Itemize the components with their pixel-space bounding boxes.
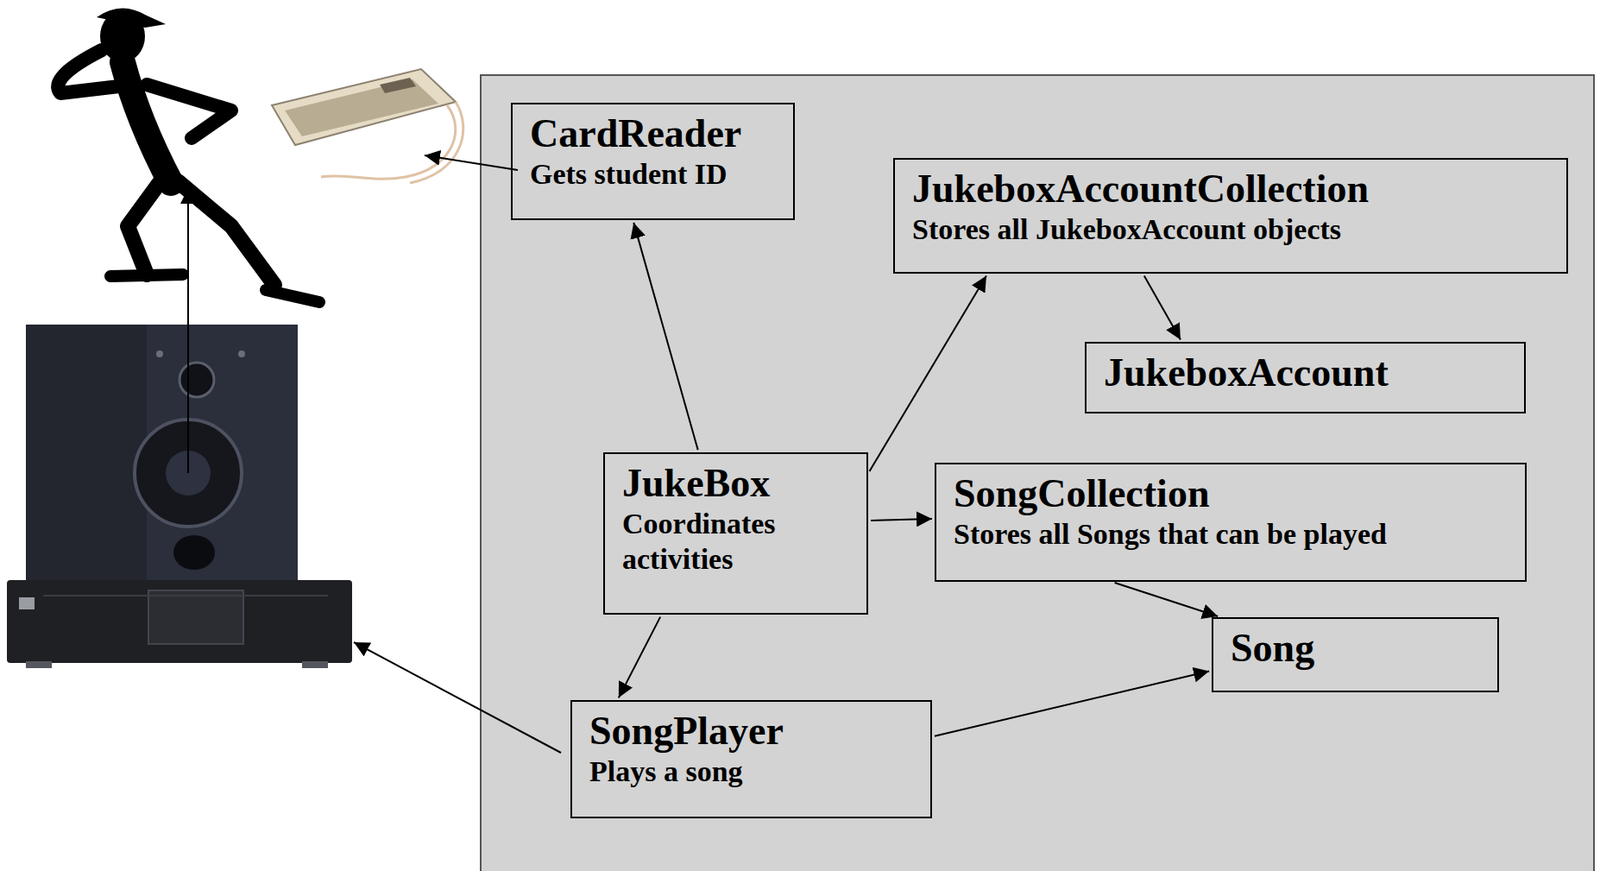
class-box: SongPlayerPlays a song — [570, 699, 933, 819]
sound-arrow — [187, 188, 189, 473]
class-name: JukeboxAccountCollection — [912, 166, 1550, 212]
association-arrow — [618, 617, 661, 699]
class-name: Song — [1230, 625, 1481, 671]
association-arrow — [869, 276, 987, 472]
association-arrow — [633, 222, 698, 450]
class-name: JukeBox — [622, 460, 850, 506]
speaker — [25, 324, 298, 580]
class-description: Stores all JukeboxAccount objects — [912, 211, 1550, 247]
class-description: Stores all Songs that can be played — [953, 516, 1508, 552]
class-description: Gets student ID — [529, 156, 776, 192]
keyboard — [271, 69, 464, 183]
class-box: CardReaderGets student ID — [510, 102, 795, 221]
class-box: SongCollectionStores all Songs that can … — [934, 462, 1527, 582]
class-box: JukeboxAccountCollectionStores all Jukeb… — [893, 157, 1569, 274]
class-box: Song — [1211, 617, 1500, 693]
association-arrow — [934, 670, 1210, 736]
association-arrow — [870, 518, 933, 521]
class-name: SongCollection — [953, 471, 1508, 517]
class-name: CardReader — [529, 111, 776, 157]
association-arrow — [1114, 582, 1218, 617]
player-arrow — [353, 642, 561, 753]
class-description: Coordinates activities — [622, 505, 850, 578]
reader-arrow — [424, 155, 518, 171]
amplifier — [6, 579, 353, 668]
class-box: JukeboxAccount — [1084, 341, 1526, 414]
class-name: JukeboxAccount — [1103, 350, 1507, 396]
class-description: Plays a song — [589, 753, 914, 789]
class-name: SongPlayer — [589, 708, 914, 754]
association-arrow — [1144, 276, 1181, 341]
class-box: JukeBoxCoordinates activities — [603, 452, 869, 615]
